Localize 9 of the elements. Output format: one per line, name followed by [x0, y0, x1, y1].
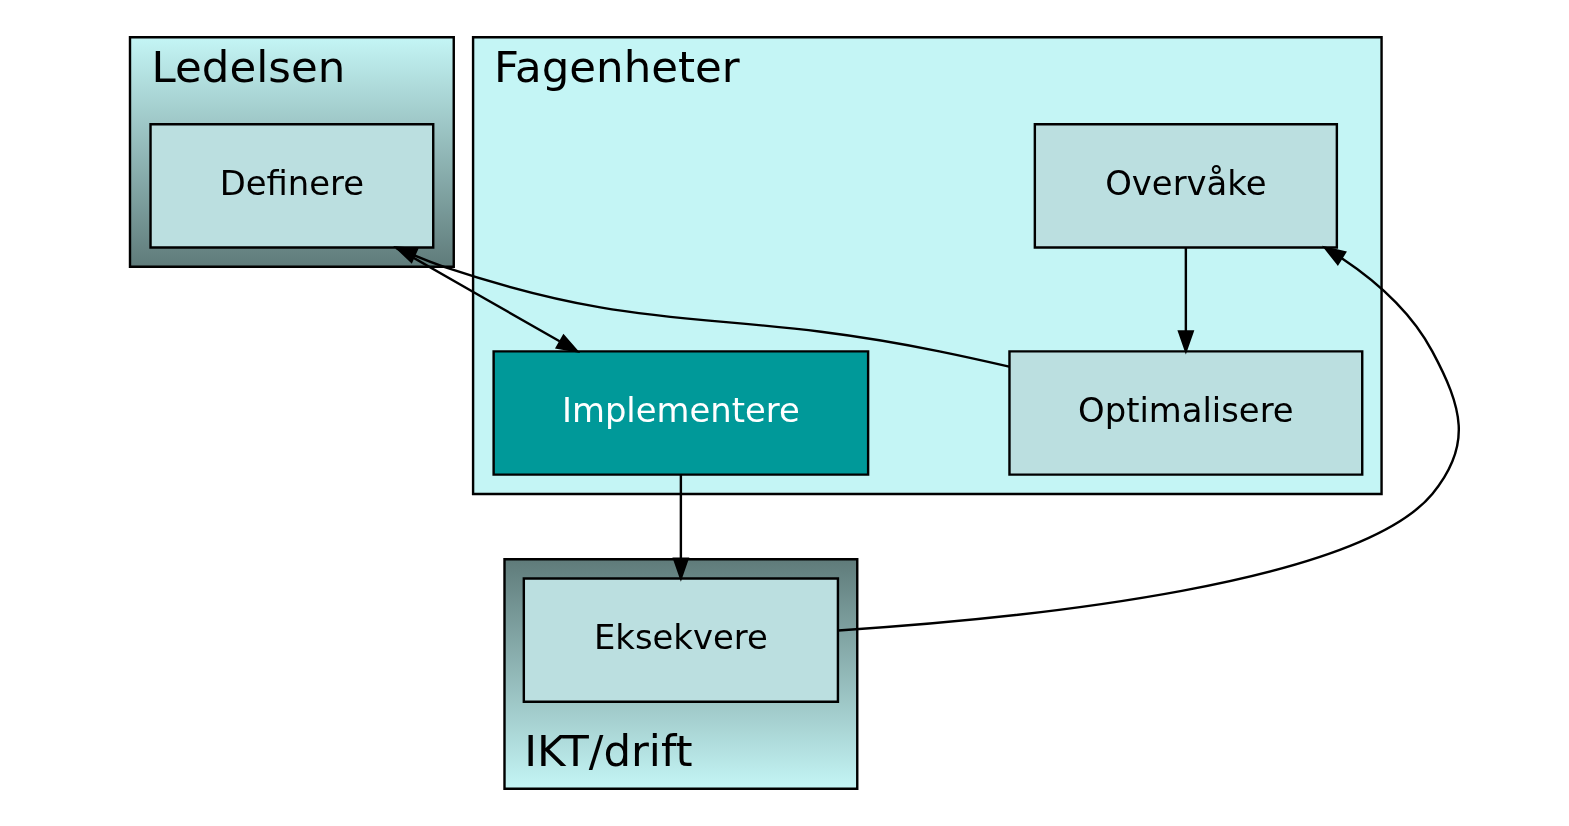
arrow — [392, 246, 1009, 368]
node-box: Eksekvere — [522, 577, 839, 703]
node-box: Implementere — [491, 350, 869, 476]
node-box: Optimalisere — [1007, 350, 1363, 476]
node-box: Overvåke — [1033, 123, 1338, 249]
node-box: Definere — [148, 123, 434, 249]
arrow — [837, 245, 1460, 632]
arrow — [671, 474, 689, 582]
arrow — [1176, 247, 1194, 355]
